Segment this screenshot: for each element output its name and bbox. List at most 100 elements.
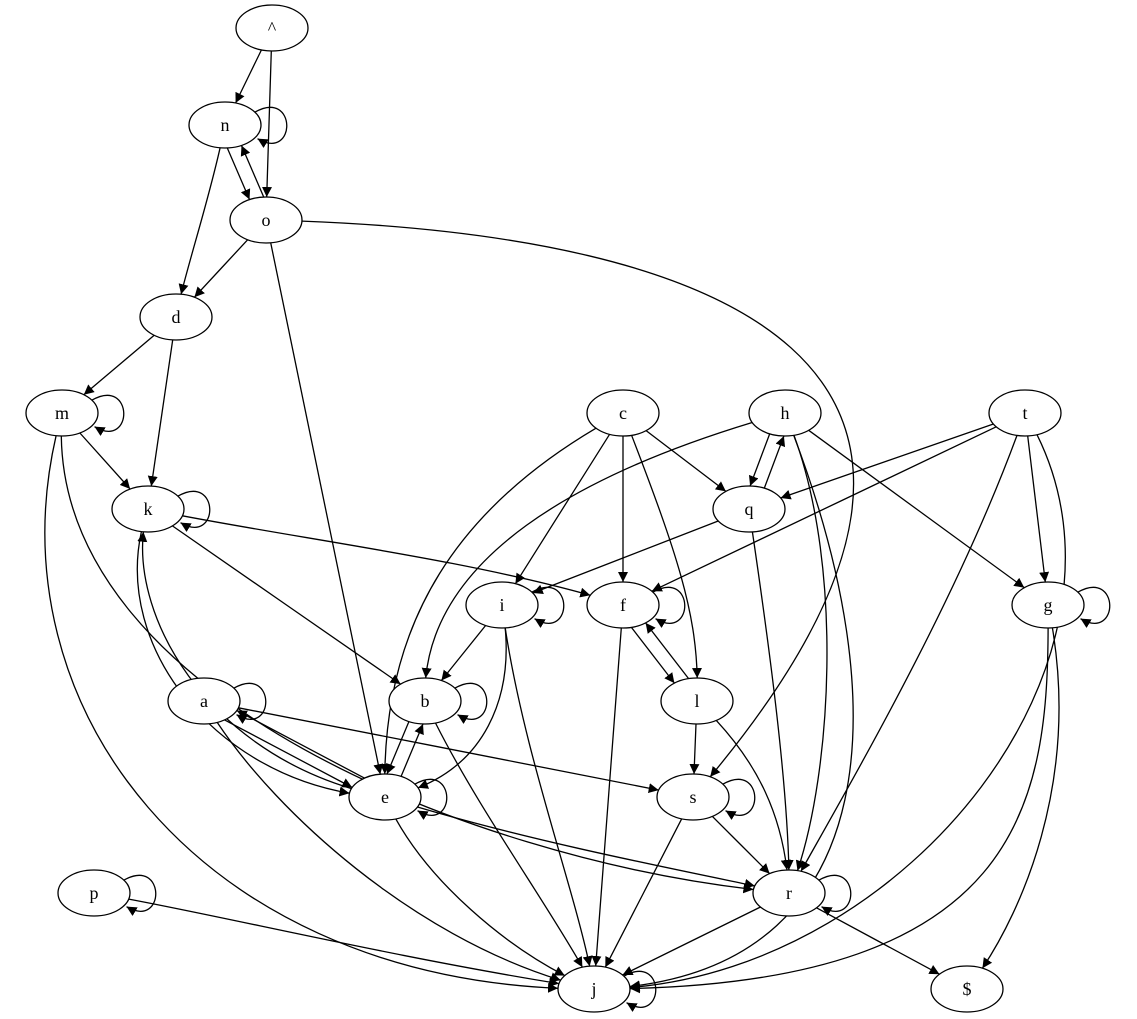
node-d: d [139, 293, 213, 341]
edge-path [793, 435, 828, 871]
edge-path [454, 682, 488, 725]
node-label: ^ [268, 18, 277, 38]
edge-c-to-e [379, 427, 597, 775]
edge-h-to-b [421, 421, 753, 679]
node-label: k [144, 499, 153, 519]
edge-path [645, 430, 727, 492]
edge-path [808, 429, 1025, 589]
edge-k-to-f [182, 515, 591, 598]
edge-n-to-d [178, 147, 221, 295]
edge-path [233, 682, 267, 725]
edge-path [386, 721, 410, 775]
edge-path [623, 970, 657, 1013]
edge-a-to-j [216, 722, 561, 983]
edge-path [182, 515, 591, 598]
node-label: i [499, 595, 504, 615]
edge-l-to-s [689, 723, 700, 775]
edge-a-to-a [233, 682, 267, 725]
edge-g-to-j [629, 627, 1049, 994]
edge-path [421, 421, 753, 679]
edge-path [629, 435, 854, 991]
edge-path [440, 625, 487, 681]
edge-path [400, 723, 424, 777]
edge-q-to-h [763, 435, 786, 489]
edge-c-to-i [514, 433, 611, 585]
edge-m-to-r [60, 435, 754, 894]
edge-m-to-k [79, 432, 131, 490]
edge-c-to-q [645, 430, 727, 492]
node-ellipse [1011, 581, 1085, 629]
edge-q-to-i [532, 520, 719, 595]
node-ellipse [557, 965, 631, 1013]
edge-g-to-g [1077, 586, 1111, 629]
edge-path [178, 147, 221, 295]
edge-path [981, 627, 1060, 969]
edge-path [44, 435, 559, 993]
edge-e-to-b [400, 723, 424, 777]
node-ellipse [111, 485, 185, 533]
edge-path [91, 394, 125, 437]
edge-h-to-q [748, 433, 771, 487]
edge-t-to-j [629, 434, 1066, 992]
node-ellipse [348, 773, 422, 821]
node-label: n [221, 115, 230, 135]
edge-f-to-f [652, 586, 686, 629]
node-ellipse [388, 677, 462, 725]
node-ellipse [188, 101, 262, 149]
node-s: s [656, 773, 730, 821]
edge-path [417, 627, 507, 789]
node-ellipse [656, 773, 730, 821]
edge-j-to-j [623, 970, 657, 1013]
edge-o-to-n [240, 145, 265, 198]
node-ellipse [235, 4, 309, 52]
edge-path [748, 433, 771, 487]
edge-r-to-dollar [816, 907, 940, 975]
edge-i-to-i [531, 586, 565, 629]
node-l: l [660, 677, 734, 725]
edge-path [240, 145, 265, 198]
node-a: a [167, 677, 241, 725]
edge-path [193, 239, 249, 298]
edge-b-to-b [454, 682, 488, 725]
node-label: e [381, 787, 389, 807]
edge-f-to-j [591, 627, 622, 967]
edge-path [514, 433, 611, 585]
edge-path [417, 806, 755, 889]
edge-h-to-g [808, 429, 1025, 589]
edge-path [604, 818, 683, 968]
edge-e-to-k [137, 531, 352, 790]
edge-o-to-d [193, 239, 249, 298]
edge-path [504, 627, 593, 967]
edge-path [226, 147, 251, 200]
edge-path [238, 707, 659, 794]
edge-l-to-f [645, 622, 690, 679]
edge-path [689, 723, 700, 775]
node-label: $ [963, 979, 972, 999]
node-p: p [57, 869, 131, 917]
node-label: l [694, 691, 699, 711]
edge-path [531, 586, 565, 629]
edge-t-to-r [800, 435, 1018, 872]
edge-s-to-r [711, 815, 771, 875]
edge-c-to-l [630, 435, 703, 679]
node-label: a [200, 691, 208, 711]
node-ellipse [586, 389, 660, 437]
node-label: h [781, 403, 790, 423]
edge-a-to-s [238, 707, 659, 794]
edges-layer [44, 49, 1111, 1013]
edge-path [818, 874, 852, 917]
node-label: s [689, 787, 696, 807]
edge-h-to-r [793, 435, 828, 871]
edge-path [715, 719, 791, 871]
edge-t-to-g [1027, 435, 1050, 583]
node-ellipse [465, 581, 539, 629]
edge-i-to-e [417, 627, 507, 789]
node-b: b [388, 677, 462, 725]
edge-m-to-j [44, 435, 559, 993]
node-label: t [1022, 403, 1027, 423]
edge-path [137, 531, 352, 790]
edge-p-to-j [128, 898, 560, 987]
node-label: q [745, 499, 754, 519]
edge-path [301, 220, 855, 778]
edge-path [751, 531, 794, 871]
